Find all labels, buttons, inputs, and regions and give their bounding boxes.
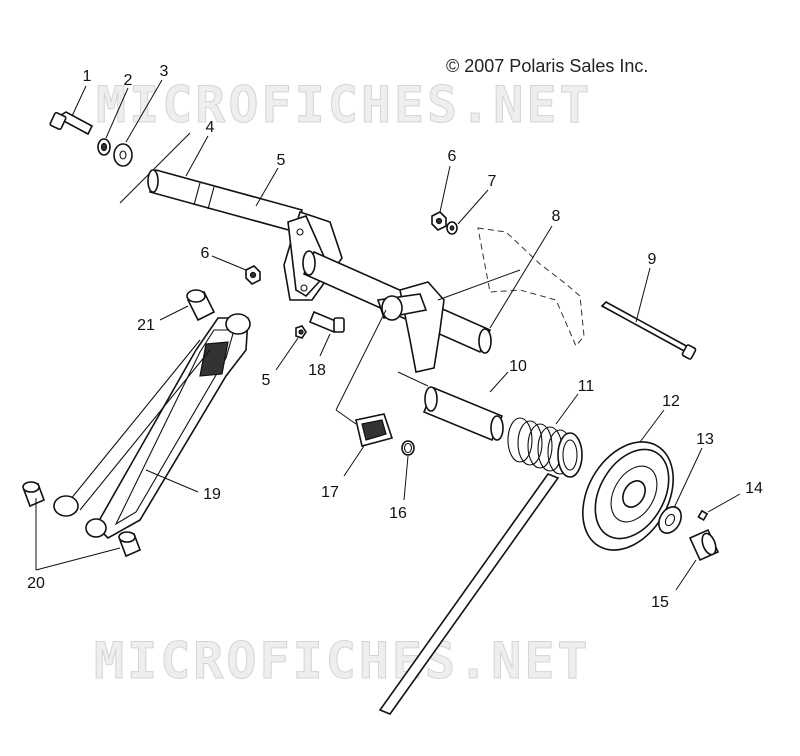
- callout-6: 6: [447, 148, 457, 165]
- callout-5-lower: 5: [261, 372, 271, 389]
- callout-21: 21: [137, 317, 155, 334]
- callout-17: 17: [321, 484, 339, 501]
- part-19-arm: [53, 313, 251, 539]
- part-4-5-shaft: [147, 169, 303, 233]
- callout-9: 9: [647, 251, 657, 268]
- callout-11: 11: [577, 378, 595, 395]
- callout-13: 13: [696, 431, 714, 448]
- part-15-collar: [688, 528, 720, 562]
- leader-lines: [35, 79, 741, 591]
- part-7-washer: [446, 221, 458, 235]
- part-20-bushing-right: [118, 531, 142, 558]
- part-13-washer: [658, 506, 682, 534]
- rail-ghost: [477, 227, 585, 347]
- callout-7: 7: [487, 173, 497, 190]
- callout-15: 15: [651, 594, 669, 611]
- callout-20: 20: [27, 575, 45, 592]
- callout-8: 8: [551, 208, 561, 225]
- part-17-block: [355, 413, 394, 447]
- part-21-bushing: [186, 289, 216, 322]
- part-10-tube: [422, 386, 504, 442]
- callout-16: 16: [389, 505, 407, 522]
- part-12-wheel: [582, 441, 674, 551]
- watermark-bottom: MICROFICHES.NET: [94, 632, 591, 691]
- part-18-pin: [308, 310, 345, 334]
- part-16-ring: [401, 440, 415, 456]
- callout-12: 12: [662, 393, 680, 410]
- part-3-washer: [113, 143, 133, 167]
- part-6-nut-left: [245, 265, 261, 285]
- part-20-bushing-left: [22, 481, 46, 508]
- part-11-spring: [378, 417, 583, 715]
- callout-14: 14: [745, 480, 763, 497]
- watermark-top: MICROFICHES.NET: [96, 76, 593, 135]
- part-14-key: [697, 509, 709, 522]
- callout-6-left: 6: [200, 245, 210, 262]
- part-9-bolt: [600, 301, 697, 360]
- callout-19: 19: [203, 486, 221, 503]
- callout-4: 4: [205, 119, 215, 136]
- part-2-washer: [97, 138, 111, 156]
- copyright-text: © 2007 Polaris Sales Inc.: [446, 56, 649, 76]
- pivot-bracket: [376, 281, 445, 373]
- callout-5: 5: [276, 152, 286, 169]
- part-1-bolt: [49, 111, 94, 136]
- callout-2: 2: [123, 72, 133, 89]
- part-5-nut: [295, 325, 307, 339]
- callout-10: 10: [509, 358, 527, 375]
- callout-18: 18: [308, 362, 326, 379]
- callout-3: 3: [159, 63, 169, 80]
- part-6-nut-upper: [431, 211, 447, 231]
- callout-1: 1: [82, 68, 92, 85]
